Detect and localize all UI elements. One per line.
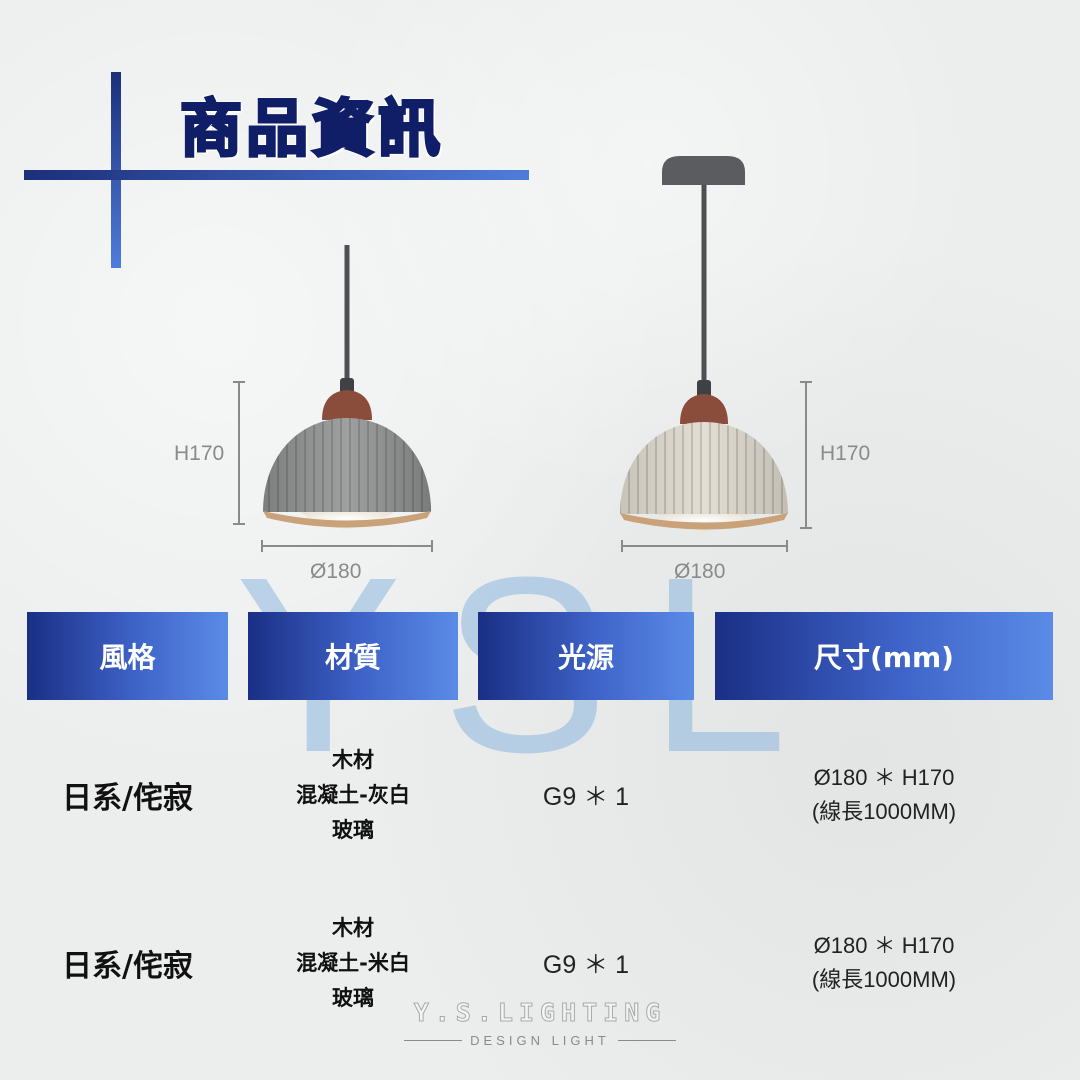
brand-name: Y.S.LIGHTING xyxy=(413,998,667,1028)
lamp-beige-diameter-label: Ø180 xyxy=(674,560,726,583)
brand-logo: Y.S.LIGHTING DESIGN LIGHT xyxy=(380,998,700,1048)
lamp-ceiling-canopy xyxy=(662,156,745,185)
lamp-beige xyxy=(620,156,788,531)
lamp-grey-diameter-label: Ø180 xyxy=(310,560,362,583)
table-row-2-style: 日系/侘寂 xyxy=(62,949,193,984)
lamp-wood-cap xyxy=(680,394,728,424)
lamp-wood-cap xyxy=(322,390,372,420)
table-row-2-size: Ø180 ＊ H170 (線長1000MM) xyxy=(715,908,1053,1018)
lamp-beige-height-label: H170 xyxy=(820,442,871,465)
lamp-beige-dimension-lines xyxy=(621,381,812,552)
material-line: 玻璃 xyxy=(332,985,374,1010)
brand-divider-left xyxy=(404,1040,463,1041)
lamp-grey-dimension-lines xyxy=(233,381,433,552)
table-row-2-light-source: G9 ＊ 1 xyxy=(542,951,630,979)
brand-divider-right xyxy=(617,1040,676,1041)
lamp-grey-height-label: H170 xyxy=(174,442,225,465)
brand-tagline-row: DESIGN LIGHT xyxy=(380,1033,700,1048)
table-row-1-light-source: G9 ＊ 1 xyxy=(542,783,630,811)
size-cord-length: (線長1000MM) xyxy=(811,799,957,824)
lamp-grey xyxy=(263,245,431,529)
page-title: 商品資訊 xyxy=(178,91,445,167)
table-header-style: 風格 xyxy=(27,612,228,700)
lamp-shade-rim xyxy=(263,511,431,528)
table-row-1-material: 木材 混凝土-灰白 玻璃 xyxy=(248,740,458,850)
table-row-2-material: 木材 混凝土-米白 玻璃 xyxy=(248,908,458,1018)
table-header-material: 材質 xyxy=(248,612,458,700)
material-line: 木材 xyxy=(332,915,374,940)
lamp-shade-rim xyxy=(620,513,788,530)
size-dimensions: Ø180 ＊ H170 xyxy=(813,933,955,958)
table-row-1-style: 日系/侘寂 xyxy=(62,781,193,816)
table-header-size: 尺寸(mm) xyxy=(715,612,1053,700)
table-row-1-size: Ø180 ＊ H170 (線長1000MM) xyxy=(715,740,1053,850)
size-cord-length: (線長1000MM) xyxy=(811,967,957,992)
material-line: 玻璃 xyxy=(332,817,374,842)
lamp-cord-holder xyxy=(697,380,711,398)
size-dimensions: Ø180 ＊ H170 xyxy=(813,765,955,790)
table-header-light-source: 光源 xyxy=(478,612,694,700)
material-line: 混凝土-米白 xyxy=(296,950,410,975)
lamp-illustrations xyxy=(233,156,812,552)
material-line: 混凝土-灰白 xyxy=(296,782,410,807)
brand-tagline: DESIGN LIGHT xyxy=(470,1033,610,1048)
material-line: 木材 xyxy=(332,747,374,772)
title-horizontal-accent-line xyxy=(24,170,529,180)
